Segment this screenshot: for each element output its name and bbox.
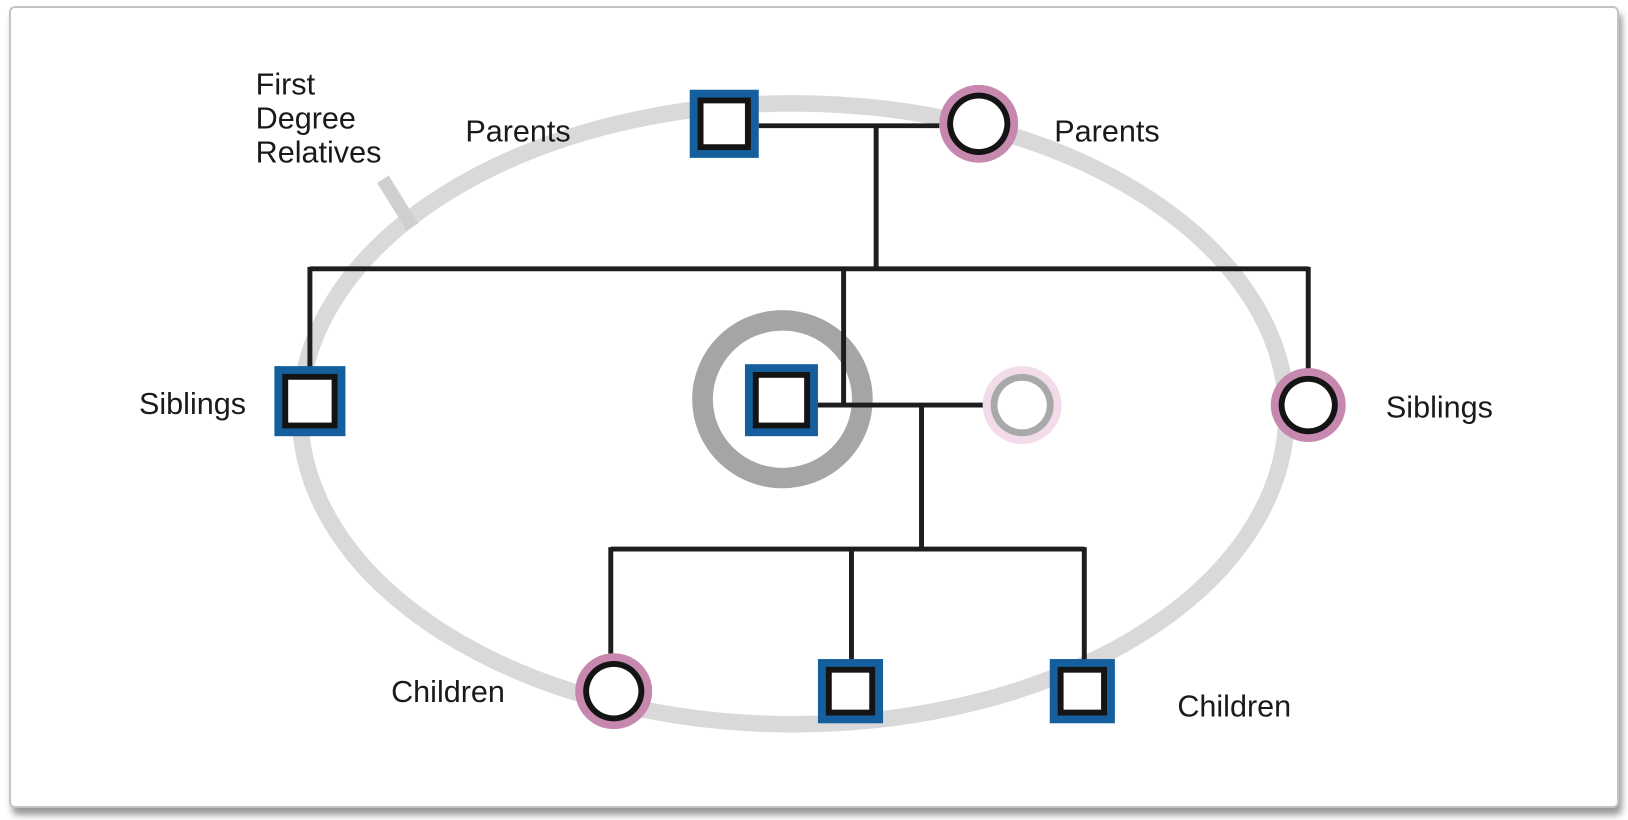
son1-fill — [831, 672, 870, 710]
proband-node — [744, 364, 818, 437]
brother-fill — [288, 379, 332, 423]
mother-node — [939, 84, 1019, 163]
spouse-node — [982, 366, 1062, 444]
annotation-line-1: First — [256, 69, 316, 102]
parents-label-left: Parents — [465, 116, 570, 149]
proband-highlight-ring — [692, 310, 873, 489]
children-label-left: Children — [391, 676, 505, 709]
first-degree-annotation: First Degree Relatives — [256, 69, 382, 170]
sister-node — [1270, 368, 1346, 443]
annotation-line-3: Relatives — [256, 137, 382, 170]
proband-fill — [758, 377, 805, 423]
son2-fill — [1063, 672, 1102, 710]
father-node — [689, 89, 759, 158]
son2-node — [1049, 659, 1115, 724]
annotation-pointer-tick — [377, 175, 419, 231]
parents-label-right: Parents — [1054, 116, 1159, 149]
figure-canvas: First Degree Relatives Parents Parents S… — [9, 6, 1619, 808]
son1-node — [817, 659, 884, 724]
children-label-right: Children — [1177, 691, 1291, 724]
sister-fill — [1284, 381, 1332, 429]
spouse-fill — [997, 380, 1047, 430]
daughter-node — [575, 653, 653, 730]
pedigree-diagram: First Degree Relatives Parents Parents S… — [139, 69, 1493, 733]
mother-fill — [953, 98, 1005, 150]
connector-lines — [307, 123, 1311, 661]
brother-node — [274, 366, 346, 437]
siblings-label-right: Siblings — [1386, 392, 1493, 425]
siblings-label-left: Siblings — [139, 388, 246, 421]
daughter-fill — [589, 666, 639, 716]
father-fill — [703, 103, 745, 145]
annotation-line-2: Degree — [256, 103, 356, 136]
